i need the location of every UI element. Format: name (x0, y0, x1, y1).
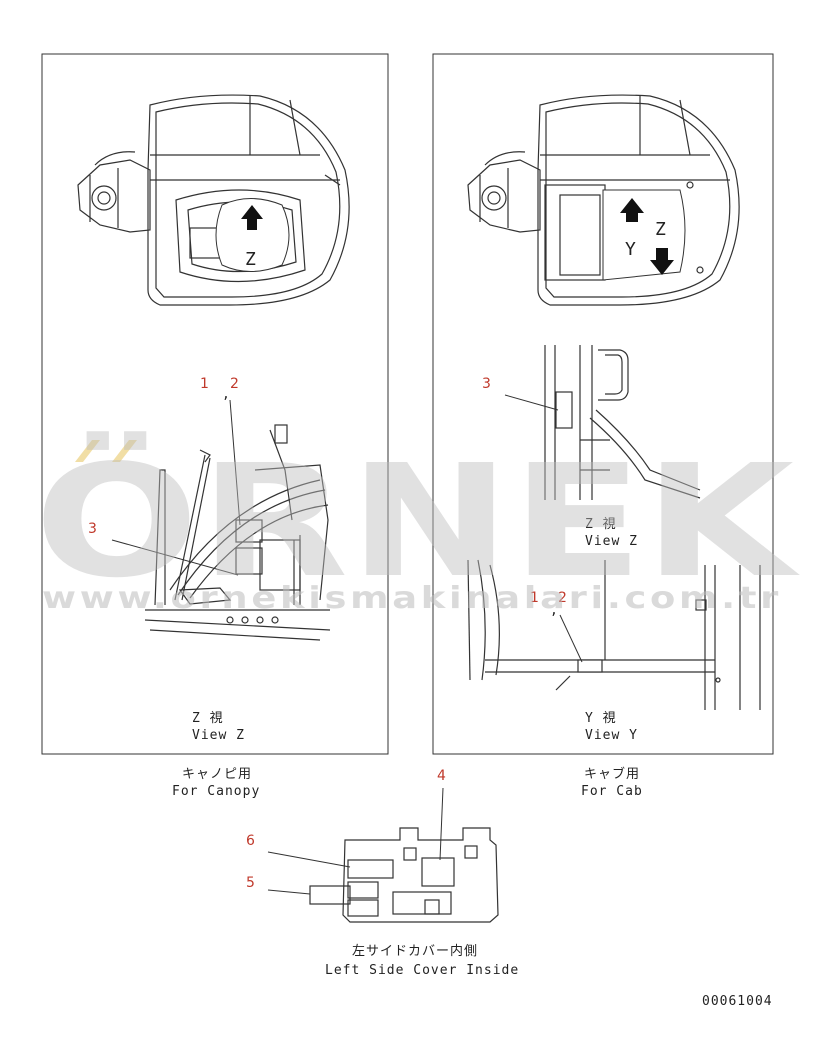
leader-line-6 (267, 851, 351, 868)
arrow-up-icon (620, 198, 644, 222)
leader-line-3 (111, 539, 239, 576)
right-top-view (467, 94, 740, 306)
right-panel-frame (432, 53, 774, 755)
view-z-label-en: View Z (192, 728, 245, 743)
canopy-caption-en: For Canopy (172, 784, 260, 799)
leader-line-3-right (504, 394, 559, 411)
drawing-number: 00061004 (702, 994, 773, 1009)
watermark-url: www.orneki̇smakinalari.com.tr (42, 581, 782, 616)
view-z-label-jp-right: Z 視 (585, 517, 617, 532)
callout-comma-right: , (550, 603, 559, 618)
view-z-label-en-right: View Z (585, 534, 638, 549)
right-view-z-detail (544, 345, 701, 500)
watermark-triangles (75, 440, 137, 462)
view-z-label-jp: Z 視 (192, 711, 224, 726)
callout-5: 5 (246, 875, 255, 891)
arrow-up-icon (241, 205, 263, 230)
arrow-label-z: Z (245, 249, 257, 270)
side-cover-caption-jp: 左サイドカバー内側 (352, 943, 478, 959)
left-top-view (77, 94, 350, 306)
left-side-view (144, 424, 331, 641)
leader-line-5 (267, 889, 311, 895)
right-view-y-detail (467, 559, 761, 710)
arrow-down-icon (650, 248, 674, 275)
callout-4: 4 (437, 768, 446, 784)
side-cover-diagram (309, 827, 499, 923)
leader-line-4 (439, 787, 444, 861)
side-cover-caption-en: Left Side Cover Inside (325, 963, 519, 978)
view-y-label-jp: Y 視 (585, 711, 617, 726)
arrow-label-y-right: Y (625, 239, 637, 260)
view-z-indicator-left (215, 198, 290, 272)
callout-1-right: 1 (530, 590, 539, 606)
callout-2-right: 2 (558, 590, 567, 606)
arrow-label-z-right: Z (655, 219, 667, 240)
left-panel-frame (41, 53, 389, 755)
callout-2: 2 (230, 376, 239, 392)
callout-3: 3 (88, 521, 97, 537)
callout-1: 1 (200, 376, 209, 392)
view-zy-indicator-right (602, 189, 686, 281)
callout-6: 6 (246, 833, 255, 849)
leader-line-1-2 (229, 399, 241, 526)
cab-caption-jp: キャブ用 (584, 766, 640, 782)
callout-3-right: 3 (482, 376, 491, 392)
canopy-caption-jp: キャノピ用 (182, 767, 252, 782)
watermark-brand: ÖRNEK (34, 431, 800, 612)
leader-line-1-2-right (559, 614, 583, 663)
view-y-label-en: View Y (585, 728, 638, 743)
callout-comma: , (222, 387, 231, 402)
cab-caption-en: For Cab (581, 784, 643, 799)
